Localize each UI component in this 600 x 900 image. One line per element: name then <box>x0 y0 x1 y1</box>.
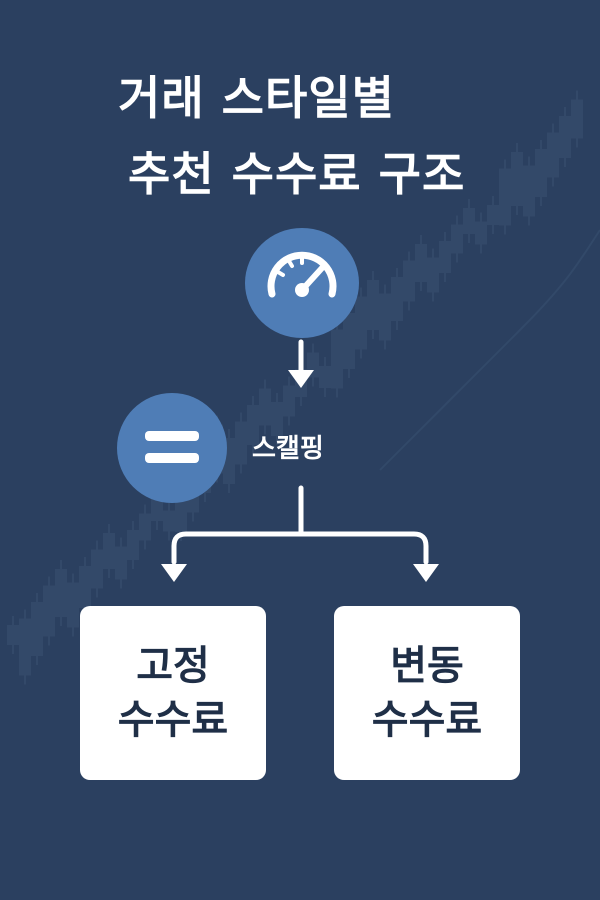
trading-style-label: 스캘핑 <box>252 434 324 464</box>
option-card-variable-fee: 변동 수수료 <box>334 606 520 780</box>
speedometer-icon <box>267 251 337 298</box>
option-card-fixed-fee: 고정 수수료 <box>80 606 266 780</box>
option-fixed-line-2: 수수료 <box>117 697 229 743</box>
title-line-2: 추천 수수료 구조 <box>128 147 466 201</box>
option-fixed-line-1: 고정 <box>136 643 210 689</box>
equals-icon-circle <box>117 393 227 503</box>
option-variable-line-1: 변동 <box>390 643 464 689</box>
title-line-1: 거래 스타일별 <box>118 71 395 125</box>
arrow-head-left <box>161 564 187 582</box>
arrow-head-right <box>413 564 439 582</box>
arrow-head-down <box>288 370 314 388</box>
option-variable-line-2: 수수료 <box>371 697 483 743</box>
speedometer-icon-circle <box>245 228 359 338</box>
equals-icon <box>145 431 199 463</box>
